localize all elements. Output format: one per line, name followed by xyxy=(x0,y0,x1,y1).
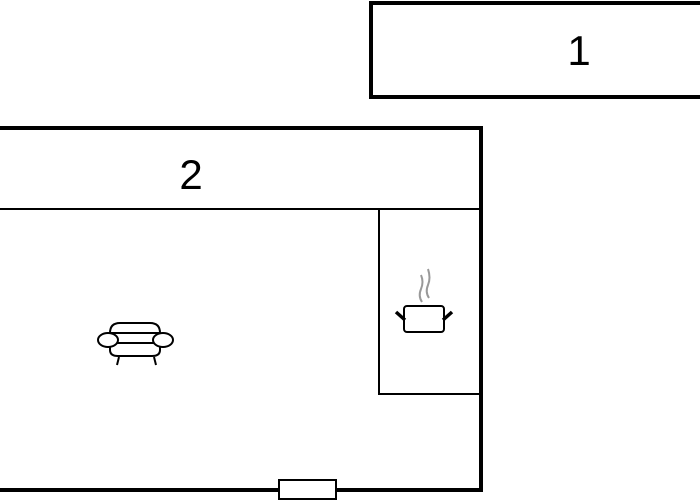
room-1: 1 xyxy=(369,1,700,99)
cooking-pot-icon xyxy=(394,268,454,333)
room-2-label: 2 xyxy=(179,151,202,198)
room-2: 2 xyxy=(0,126,483,492)
sofa-icon xyxy=(97,322,174,366)
room-1-walls xyxy=(369,1,700,99)
room-1-label: 1 xyxy=(567,27,590,74)
kitchen-area xyxy=(378,208,482,395)
door-icon xyxy=(278,479,337,500)
